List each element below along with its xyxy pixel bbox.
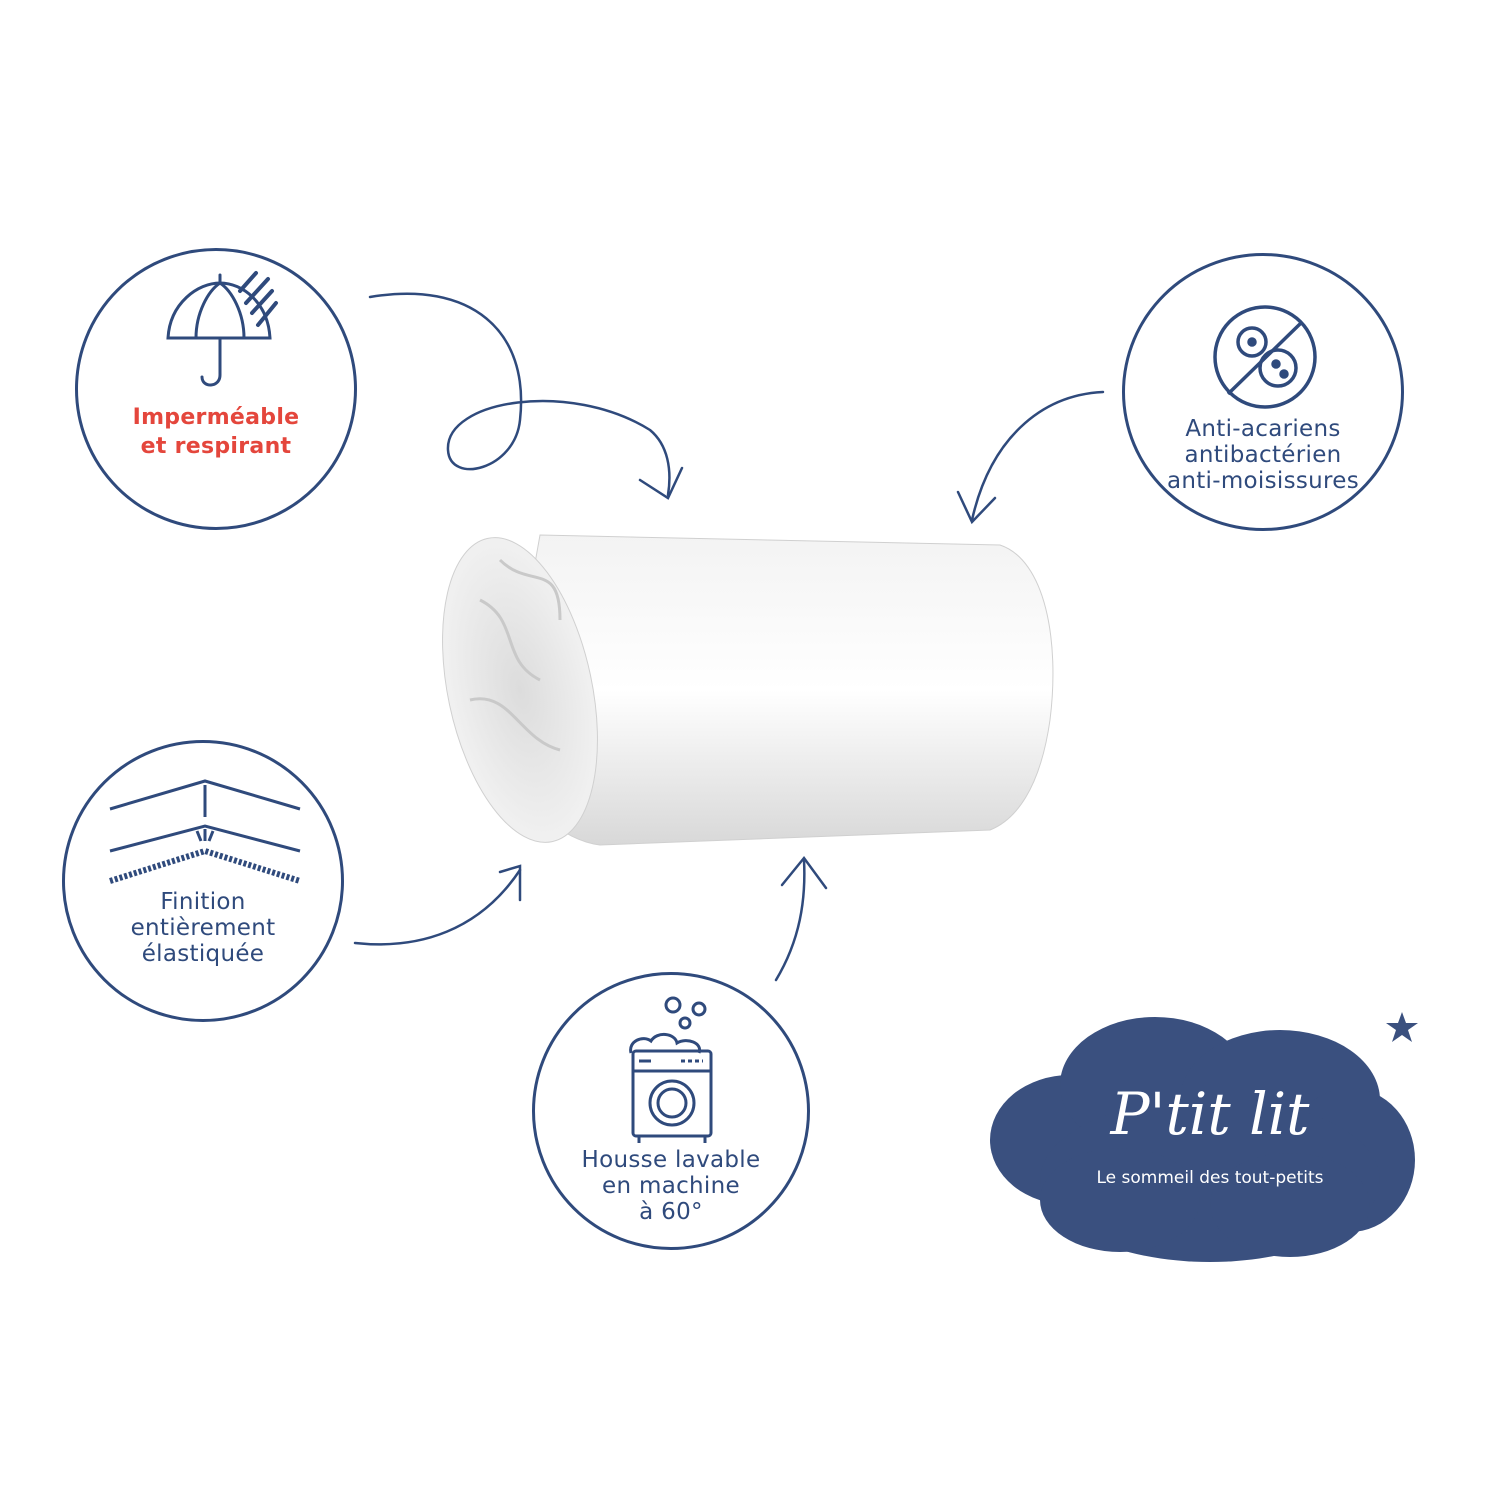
brand-logo: P'tit lit Le sommeil des tout-petits bbox=[990, 1010, 1430, 1270]
label-line: Imperméable bbox=[132, 405, 300, 430]
label-line: Anti-acariens bbox=[1185, 416, 1341, 442]
label-line: entièrement bbox=[130, 915, 276, 941]
label-line: anti-moisissures bbox=[1166, 468, 1360, 494]
logo-title: P'tit lit bbox=[1110, 1080, 1310, 1148]
cloud-shape bbox=[990, 1012, 1418, 1262]
label-line: Housse lavable bbox=[581, 1147, 761, 1173]
label-line: et respirant bbox=[140, 434, 292, 459]
feature-waterproof: Imperméable et respirant bbox=[75, 248, 357, 530]
arrow-washable bbox=[774, 858, 806, 982]
feature-label: Anti-acariens antibactérien anti-moisiss… bbox=[1125, 416, 1401, 494]
feature-label: Housse lavable en machine à 60° bbox=[535, 1147, 807, 1225]
elastic-mattress-icon bbox=[109, 779, 301, 884]
feature-anti-mite: Anti-acariens antibactérien anti-moisiss… bbox=[1122, 253, 1404, 531]
arrow-antimite bbox=[970, 390, 1105, 522]
label-line: à 60° bbox=[639, 1199, 703, 1225]
logo-tagline: Le sommeil des tout-petits bbox=[1096, 1168, 1324, 1188]
feature-elastic: Finition entièrement élastiquée bbox=[62, 740, 344, 1022]
feature-label: Imperméable et respirant bbox=[78, 403, 354, 461]
washing-machine-icon bbox=[629, 996, 713, 1143]
feature-label: Finition entièrement élastiquée bbox=[65, 889, 341, 967]
no-bacteria-icon bbox=[1213, 305, 1317, 409]
feature-washable: Housse lavable en machine à 60° bbox=[532, 972, 810, 1250]
label-line: en machine bbox=[602, 1173, 740, 1199]
arrow-elastic bbox=[353, 868, 522, 946]
arrow-waterproof bbox=[368, 292, 671, 497]
star-icon bbox=[1386, 1012, 1418, 1042]
label-line: Finition bbox=[160, 889, 246, 915]
umbrella-rain-icon bbox=[166, 271, 278, 387]
label-line: élastiquée bbox=[141, 941, 265, 967]
label-line: antibactérien bbox=[1184, 442, 1342, 468]
